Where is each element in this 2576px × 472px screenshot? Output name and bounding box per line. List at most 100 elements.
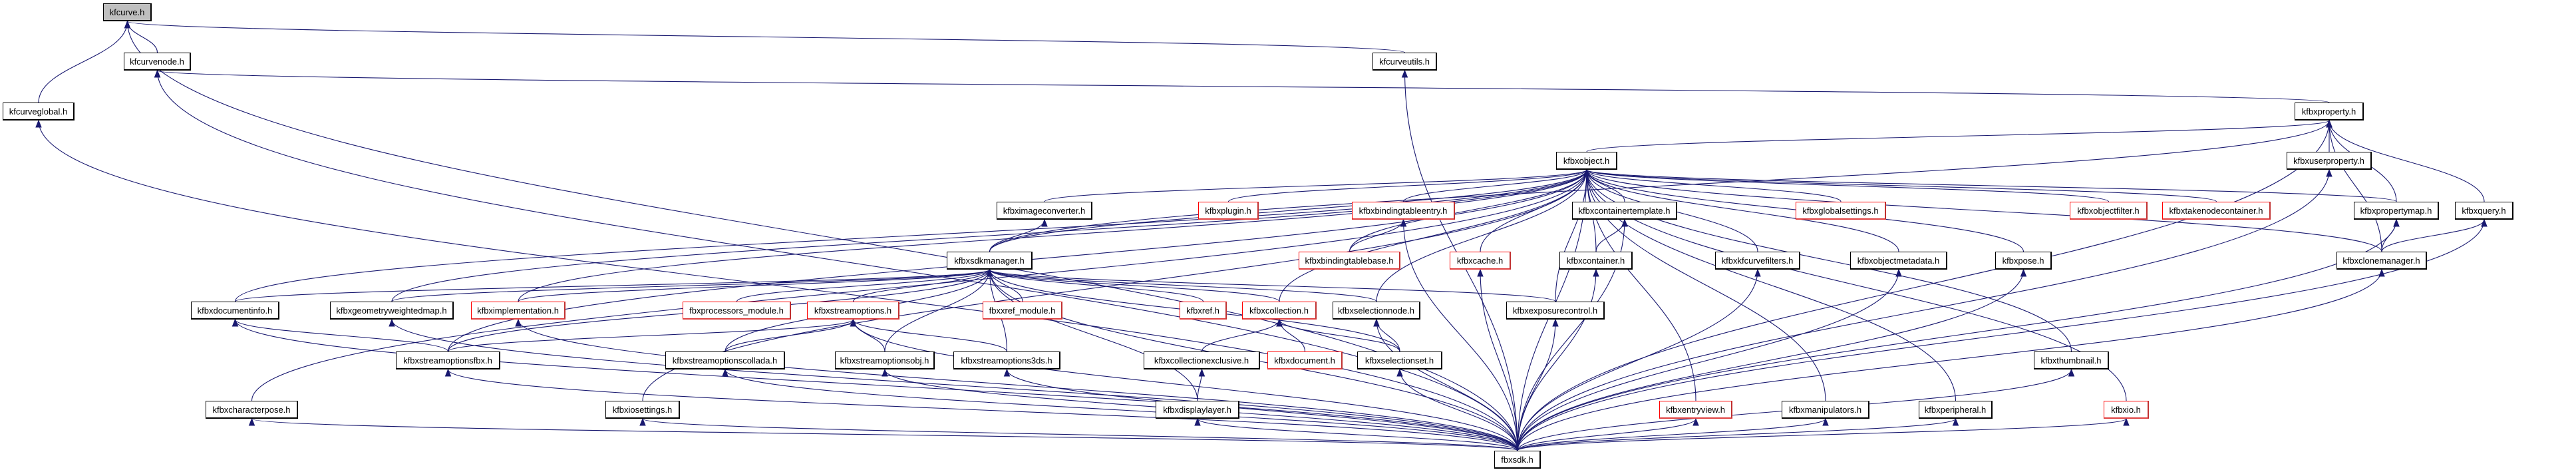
node-kfbxobjectfilter[interactable]: kfbxobjectfilter.h (2070, 202, 2148, 220)
node-kfbxmanipulators[interactable]: kfbxmanipulators.h (1782, 401, 1869, 419)
node-kfbxio[interactable]: kfbxio.h (2104, 401, 2149, 419)
node-kfcurve[interactable]: kfcurve.h (103, 3, 152, 21)
arrowhead-icon (1194, 417, 1201, 426)
arrowhead-icon (1198, 368, 1206, 377)
node-kfbxpose[interactable]: kfbxpose.h (1995, 252, 2052, 270)
node-kfcurveglobal[interactable]: kfcurveglobal.h (3, 103, 75, 120)
edge-kfbxobjectfilter-to-kfbxobject (1586, 169, 2110, 202)
node-fbxprocessors-module[interactable]: fbxprocessors_module.h (683, 302, 791, 320)
node-kfbxperipheral[interactable]: kfbxperipheral.h (1919, 401, 1993, 419)
node-kfcurvenode[interactable]: kfcurvenode.h (124, 53, 191, 71)
node-kfbxstreamoptionscollada[interactable]: kfbxstreamoptionscollada.h (665, 352, 785, 369)
node-kfbxcollection[interactable]: kfbxcollection.h (1242, 302, 1317, 320)
edge-kfbxref-to-kfbxsdkmanager (989, 269, 1204, 302)
arrowhead-icon (2481, 218, 2488, 227)
arrowhead-icon (1952, 417, 1959, 426)
node-kfbxstreamoptionsfbx[interactable]: kfbxstreamoptionsfbx.h (396, 352, 500, 369)
arrowhead-icon (232, 318, 239, 327)
node-fbxxref-module[interactable]: fbxxref_module.h (983, 302, 1062, 320)
node-kfbxcache[interactable]: kfbxcache.h (1450, 252, 1511, 270)
edge-kfbxstreamoptions-to-kfbxsdkmanager (852, 269, 991, 302)
arrowhead-icon (154, 69, 161, 78)
edge-kfbxselectionnode-to-kfbxsdkmanager (989, 269, 1377, 302)
edge-fbxsdk-to-kfbxselectionset (1399, 369, 1518, 451)
edge-fbxsdk-to-kfbxproperty (1517, 120, 2330, 451)
edge-kfbxsdkmanager-to-kfbxproperty (989, 120, 2330, 252)
node-kfbxobjectmetadata[interactable]: kfbxobjectmetadata.h (1850, 252, 1947, 270)
edge-fbxsdk-to-kfbxiosettings (642, 418, 1518, 451)
edge-kfbximplementation-to-kfbxobject (518, 169, 1587, 302)
node-kfbxbindingtablebase[interactable]: kfbxbindingtablebase.h (1299, 252, 1400, 270)
edge-fbxsdk-to-kfbxclonemanager (1517, 269, 2382, 451)
edge-kfbxtakenodecontainer-to-kfbxobject (1586, 169, 2217, 202)
node-kfbxselectionset[interactable]: kfbxselectionset.h (1357, 352, 1442, 369)
node-kfbxquery[interactable]: kfbxquery.h (2455, 202, 2513, 220)
node-kfbxsdkmanager[interactable]: kfbxsdkmanager.h (947, 252, 1033, 270)
edge-kfbxexposurecontrol-to-kfbxobject (1555, 169, 1587, 302)
node-kfbxobject[interactable]: kfbxobject.h (1556, 152, 1617, 170)
arrowhead-icon (1396, 368, 1403, 377)
edge-fbxsdk-to-kfbxexposurecontrol (1517, 319, 1556, 451)
node-kfbxdocument[interactable]: kfbxdocument.h (1267, 352, 1343, 369)
arrowhead-icon (1552, 318, 1559, 327)
edge-kfbxcollection-to-kfbxobject (1279, 169, 1587, 302)
node-kfbximplementation[interactable]: kfbximplementation.h (471, 302, 565, 320)
arrowhead-icon (2123, 417, 2130, 426)
node-kfbxdisplaylayer[interactable]: kfbxdisplaylayer.h (1156, 401, 1239, 419)
node-kfbxpropertymap[interactable]: kfbxpropertymap.h (2354, 202, 2439, 220)
node-kfbxkfcurvefilters[interactable]: kfbxkfcurvefilters.h (1715, 252, 1800, 270)
arrowhead-icon (1895, 268, 1902, 277)
edge-kfbxquery-to-kfbxproperty (2329, 120, 2485, 202)
node-fbxsdk[interactable]: fbxsdk.h (1494, 451, 1541, 469)
edge-kfbxcontainer-to-kfbxcontainertemplate (1595, 219, 1625, 252)
node-kfbxstreamoptions3ds[interactable]: kfbxstreamoptions3ds.h (953, 352, 1060, 369)
node-kfbxiosettings[interactable]: kfbxiosettings.h (605, 401, 680, 419)
arrowhead-icon (444, 368, 452, 377)
arrowhead-icon (2393, 218, 2400, 227)
arrowhead-icon (1692, 417, 1699, 426)
node-kfcurveutils[interactable]: kfcurveutils.h (1372, 53, 1437, 71)
edge-fbxsdk-to-kfbximplementation (518, 319, 1518, 451)
arrowhead-icon (124, 20, 131, 29)
node-kfbxbindingtableentry[interactable]: kfbxbindingtableentry.h (1352, 202, 1455, 220)
arrowhead-icon (1621, 218, 1628, 227)
node-kfbxref[interactable]: kfbxref.h (1180, 302, 1227, 320)
edge-kfbxdocumentinfo-to-kfbxsdkmanager (234, 269, 991, 302)
edge-kfbxsdkmanager-to-kfbximageconverter (989, 219, 1045, 252)
arrowhead-icon (2068, 368, 2075, 377)
node-kfbximageconverter[interactable]: kfbximageconverter.h (997, 202, 1092, 220)
node-kfbxcontainertemplate[interactable]: kfbxcontainertemplate.h (1572, 202, 1677, 220)
node-kfbxuserproperty[interactable]: kfbxuserproperty.h (2287, 152, 2372, 170)
edge-fbxsdk-to-kfbxio (1517, 418, 2127, 451)
node-kfbxcontainer[interactable]: kfbxcontainer.h (1559, 252, 1633, 270)
node-kfbxglobalsettings[interactable]: kfbxglobalsettings.h (1796, 202, 1886, 220)
node-kfbxdocumentinfo[interactable]: kfbxdocumentinfo.h (191, 302, 279, 320)
arrowhead-icon (35, 119, 42, 128)
node-kfbxentryview[interactable]: kfbxentryview.h (1659, 401, 1732, 419)
edge-kfbxselectionset-to-kfbxcollection (1279, 319, 1400, 352)
edge-fbxsdk-to-kfbxentryview (1517, 418, 1696, 451)
edge-fbxsdk-to-kfbxdisplaylayer (1197, 418, 1518, 451)
node-kfbxstreamoptions[interactable]: kfbxstreamoptions.h (807, 302, 899, 320)
node-kfbxexposurecontrol[interactable]: kfbxexposurecontrol.h (1506, 302, 1605, 320)
node-kfbxthumbnail[interactable]: kfbxthumbnail.h (2034, 352, 2109, 369)
node-kfbxproperty[interactable]: kfbxproperty.h (2295, 103, 2364, 120)
edge-kfbxdisplaylayer-to-kfbxsdkmanager (989, 269, 1198, 401)
edge-fbxsdk-to-kfbxstreamoptionscollada (724, 369, 1518, 451)
node-kfbxclonemanager[interactable]: kfbxclonemanager.h (2336, 252, 2427, 270)
node-kfbxstreamoptionsobj[interactable]: kfbxstreamoptionsobj.h (835, 352, 935, 369)
arrowhead-icon (986, 268, 993, 277)
node-kfbxcollectionexclusive[interactable]: kfbxcollectionexclusive.h (1144, 352, 1260, 369)
node-kfbxcharacterpose[interactable]: kfbxcharacterpose.h (206, 401, 298, 419)
node-kfbxtakenodecontainer[interactable]: kfbxtakenodecontainer.h (2162, 202, 2271, 220)
edge-kfbxstreamoptionsfbx-to-kfbxdocumentinfo (234, 319, 449, 352)
arrowhead-icon (2326, 119, 2333, 128)
edge-fbxsdk-to-kfbxuserproperty (1517, 169, 2330, 451)
node-kfbxselectionnode[interactable]: kfbxselectionnode.h (1333, 302, 1420, 320)
edge-kfcurveutils-to-kfcurve (126, 21, 1406, 53)
arrowhead-icon (1276, 318, 1283, 327)
node-kfbxplugin[interactable]: kfbxplugin.h (1198, 202, 1259, 220)
edge-fbxsdk-to-kfbxstreamoptions3ds (1006, 369, 1518, 451)
node-kfbxgeometryweightedmap[interactable]: kfbxgeometryweightedmap.h (330, 302, 454, 320)
edge-fbxsdk-to-kfbxmanipulators (1517, 418, 1826, 451)
